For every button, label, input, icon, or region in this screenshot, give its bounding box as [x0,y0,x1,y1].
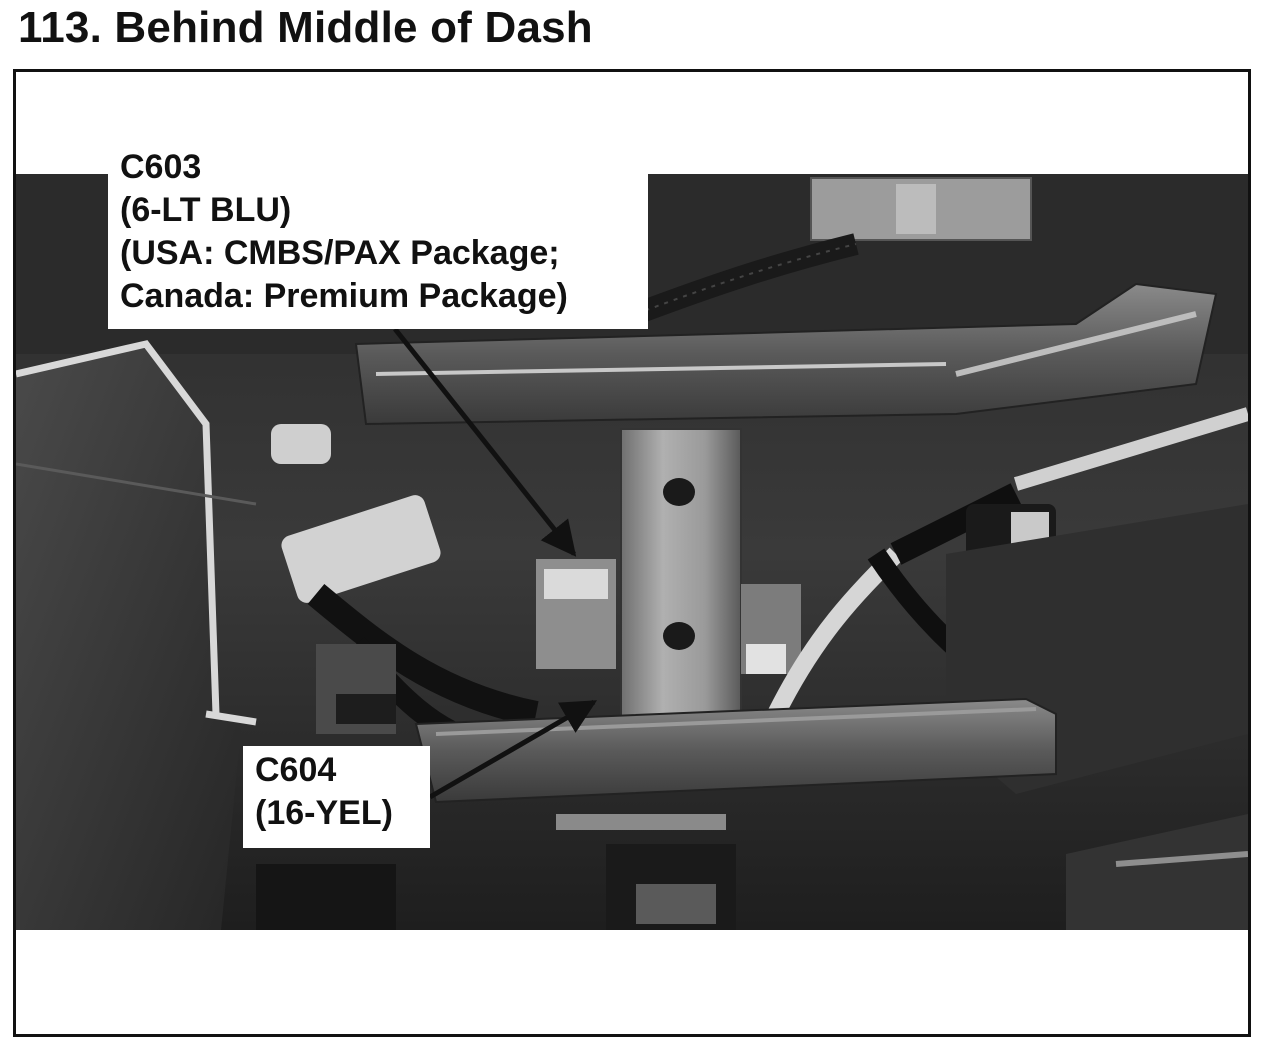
callout-c603-line: C603 [120,148,202,186]
callout-c604: C604 (16-YEL) [243,746,430,848]
callout-c603-line: Canada: Premium Package) [120,277,568,315]
callout-c603-line: (USA: CMBS/PAX Package; [120,234,560,272]
callout-c604-line: (16-YEL) [255,794,393,832]
callout-c604-line: C604 [255,751,337,789]
callout-c603-line: (6-LT BLU) [120,191,292,229]
callout-c603: C603 (6-LT BLU) (USA: CMBS/PAX Package; … [108,143,648,329]
page-title: 113. Behind Middle of Dash [18,3,593,52]
